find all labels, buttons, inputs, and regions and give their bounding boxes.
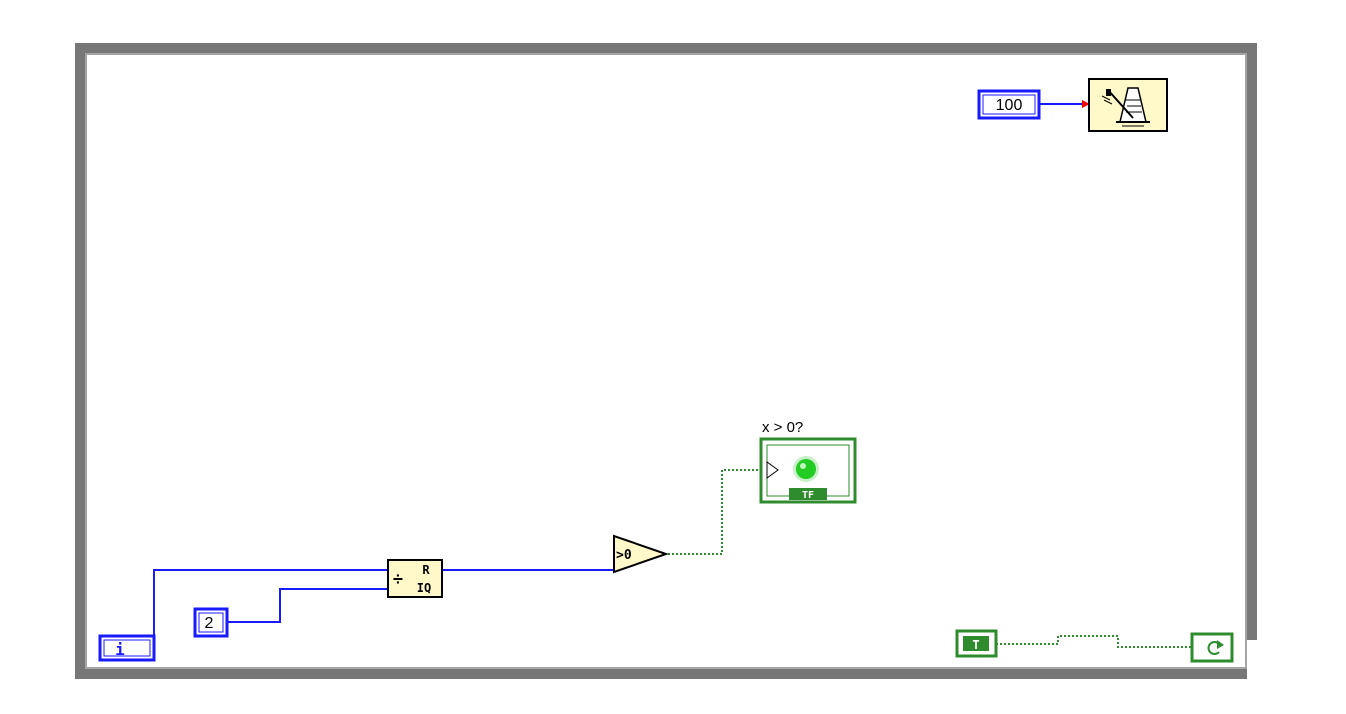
iteration-terminal-label: i xyxy=(115,640,125,659)
loop-condition-terminal[interactable] xyxy=(1190,632,1234,663)
boolean-indicator[interactable]: TF xyxy=(759,437,857,504)
wait-ms-value: 100 xyxy=(996,97,1023,114)
greater-than-zero-label: >0 xyxy=(616,548,632,563)
quotient-remainder-function[interactable]: ÷ R IQ xyxy=(387,559,443,598)
iteration-terminal[interactable]: i xyxy=(98,634,156,662)
stop-condition-wire[interactable] xyxy=(996,635,1192,648)
greater-than-zero-function[interactable]: >0 xyxy=(613,534,670,574)
divide-icon: ÷ xyxy=(393,569,403,589)
wait-ms-function[interactable] xyxy=(1088,78,1168,132)
boolean-result-wire[interactable] xyxy=(664,469,764,555)
divisor-constant[interactable]: 2 xyxy=(193,607,229,638)
wait-ms-constant[interactable]: 100 xyxy=(977,89,1041,120)
continue-loop-icon xyxy=(1207,640,1224,655)
while-loop-frame[interactable] xyxy=(75,43,1261,680)
divisor-value: 2 xyxy=(205,615,214,632)
led-icon xyxy=(793,456,819,482)
metronome-icon xyxy=(1101,87,1150,127)
iteration-wire[interactable] xyxy=(153,569,388,648)
timer-wire[interactable] xyxy=(1040,100,1090,108)
indicator-label: x > 0? xyxy=(762,419,803,436)
input-arrow-icon xyxy=(766,461,779,479)
true-constant-label: T xyxy=(972,638,979,652)
quotient-label: IQ xyxy=(417,581,431,595)
indicator-type-label: TF xyxy=(802,490,814,501)
remainder-label: R xyxy=(422,563,430,577)
divisor-wire[interactable] xyxy=(226,588,388,623)
true-constant[interactable]: T xyxy=(955,629,998,658)
